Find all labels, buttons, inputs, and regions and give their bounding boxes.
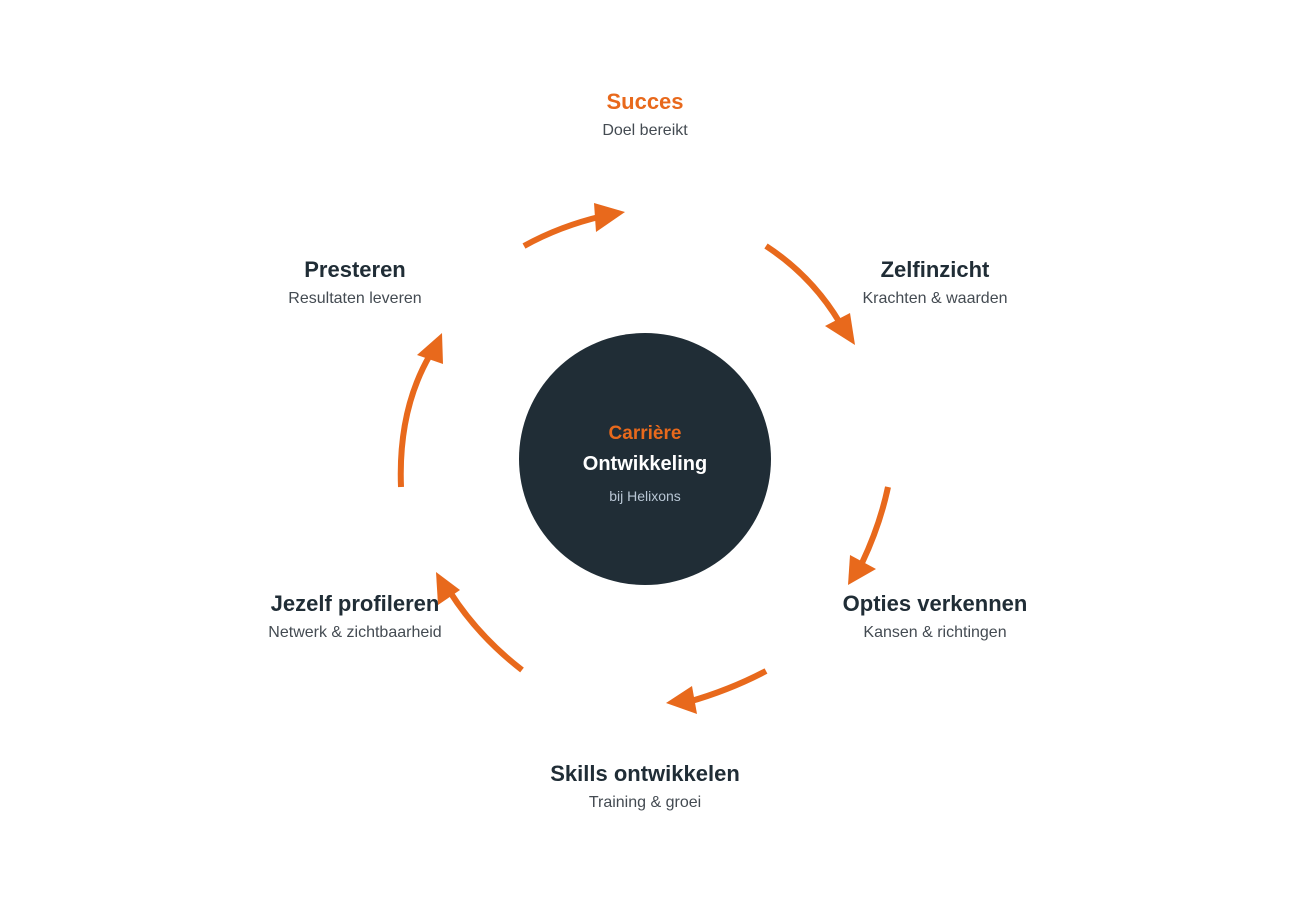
step-opties-verkennen: Opties verkennen Kansen & richtingen <box>843 591 1028 643</box>
arrowhead-zelfinzicht <box>825 313 855 345</box>
step-subtitle: Resultaten leveren <box>288 290 422 307</box>
center-hub: Carrière Ontwikkeling bij Helixons <box>519 333 771 585</box>
step-subtitle: Kansen & richtingen <box>863 624 1007 641</box>
center-subtitle: bij Helixons <box>609 488 681 504</box>
arrowhead-skills <box>666 686 697 714</box>
step-title: Opties verkennen <box>842 591 1028 616</box>
arrowhead-presteren <box>417 333 443 364</box>
arrowhead-succes <box>594 203 625 232</box>
arrow-profileren-to-presteren <box>397 353 433 488</box>
arrow-succes-to-zelfinzicht <box>764 243 843 325</box>
step-jezelf-profileren: Jezelf profileren Netwerk & zichtbaarhei… <box>268 591 441 643</box>
step-skills-ontwikkelen: Skills ontwikkelen Training & groei <box>550 761 740 813</box>
step-title: Succes <box>606 89 684 114</box>
step-title: Jezelf profileren <box>270 591 440 616</box>
step-title: Skills ontwikkelen <box>550 761 740 786</box>
step-subtitle: Training & groei <box>588 794 702 811</box>
arrow-skills-to-profileren <box>447 590 524 673</box>
step-presteren: Presteren Resultaten leveren <box>288 257 421 309</box>
step-subtitle: Krachten & waarden <box>862 290 1008 307</box>
step-subtitle: Netwerk & zichtbaarheid <box>268 624 442 641</box>
arrow-presteren-to-succes <box>522 213 604 249</box>
step-zelfinzicht: Zelfinzicht Krachten & waarden <box>863 257 1008 309</box>
step-succes: Succes Doel bereikt <box>602 89 687 141</box>
arrow-opties-to-skills <box>687 668 768 705</box>
center-title: Ontwikkeling <box>582 453 708 475</box>
center-title-accent: Carrière <box>608 423 682 444</box>
step-subtitle: Doel bereikt <box>602 122 688 139</box>
arrowhead-opties <box>848 555 876 585</box>
step-title: Presteren <box>304 257 406 282</box>
step-title: Zelfinzicht <box>880 257 990 282</box>
arrow-zelfinzicht-to-opties <box>859 486 891 565</box>
arrowhead-profileren <box>436 572 460 605</box>
